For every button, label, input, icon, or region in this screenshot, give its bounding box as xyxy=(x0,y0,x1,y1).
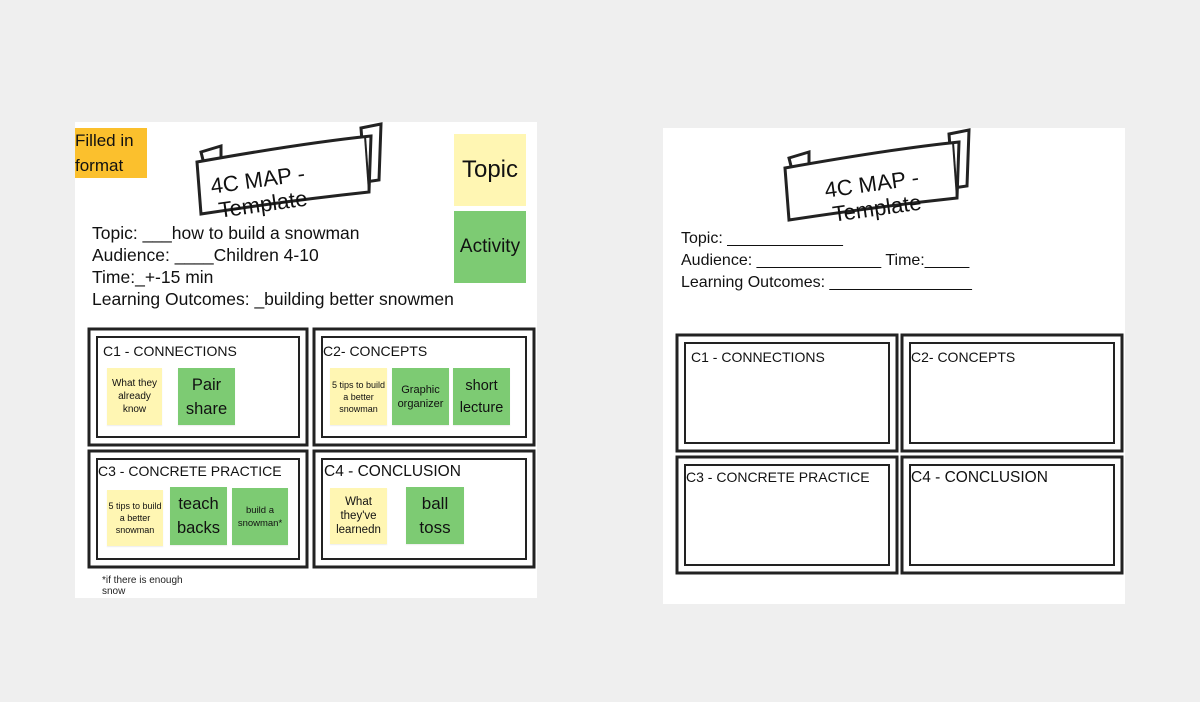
note-text: 5 tips to build a better snowman xyxy=(331,379,386,414)
c4-note-ball-toss[interactable]: ball toss xyxy=(406,487,464,544)
footnote-line-2: snow xyxy=(102,586,126,597)
sketch-border-icon xyxy=(87,449,309,569)
outcomes-line: Learning Outcomes: ________________ xyxy=(681,274,972,291)
legend-topic-sticky[interactable]: Topic xyxy=(454,134,526,206)
audience-line: Audience: ____Children 4-10 xyxy=(92,245,319,265)
legend-topic-label: Topic xyxy=(461,156,519,183)
time-line: Time:_+-15 min xyxy=(92,267,214,287)
c3-concrete-practice-box[interactable]: C3 - CONCRETE PRACTICE xyxy=(675,455,899,575)
c4-title: C4 - CONCLUSION xyxy=(324,463,461,480)
filled-in-format-tag[interactable]: Filled in format xyxy=(75,128,147,178)
note-text: Graphic organizer xyxy=(397,383,444,410)
title-ribbon: 4C MAP - Template xyxy=(193,122,393,223)
topic-line: Topic: _____________ xyxy=(681,230,843,247)
c4-conclusion-box[interactable]: C4 - CONCLUSION xyxy=(900,455,1124,575)
c1-note-pair-share[interactable]: Pair share xyxy=(178,368,235,425)
tag-line-2: format xyxy=(75,156,124,175)
sketch-border-icon xyxy=(675,333,899,453)
note-text: What they've learnedn xyxy=(336,496,381,536)
c1-note-what-they-know[interactable]: What they already know xyxy=(107,368,162,425)
sketch-border-icon xyxy=(87,327,309,447)
c2-title: C2- CONCEPTS xyxy=(911,349,1016,365)
sketch-border-icon xyxy=(675,455,899,575)
c2-concepts-box[interactable]: C2- CONCEPTS 5 tips to build a better sn… xyxy=(312,327,536,447)
note-text: Pair share xyxy=(185,375,228,418)
sketch-border-icon xyxy=(312,327,536,447)
ribbon-icon xyxy=(783,128,971,222)
c1-title: C1 - CONNECTIONS xyxy=(691,349,825,365)
c3-note-five-tips[interactable]: 5 tips to build a better snowman xyxy=(107,490,163,546)
topic-line: Topic: ___how to build a snowman xyxy=(92,223,360,243)
filled-template-frame[interactable]: Filled in format 4C MAP - Template Topic… xyxy=(75,122,537,598)
note-text: What they already know xyxy=(111,378,158,415)
note-text: ball toss xyxy=(419,493,451,537)
blank-template-frame[interactable]: 4C MAP - Template Topic: _____________ A… xyxy=(663,128,1125,604)
title-ribbon: 4C MAP - Template xyxy=(781,128,981,228)
c2-concepts-box[interactable]: C2- CONCEPTS xyxy=(900,333,1124,453)
c3-title: C3 - CONCRETE PRACTICE xyxy=(686,469,870,485)
footnote: *if there is enough snow xyxy=(102,575,183,597)
legend-activity-label: Activity xyxy=(459,236,521,257)
tag-line-1: Filled in xyxy=(75,131,134,150)
c3-note-teach-backs[interactable]: teach backs xyxy=(170,487,227,545)
note-text: 5 tips to build a better snowman xyxy=(108,501,162,535)
note-text: build a snowman* xyxy=(237,504,283,529)
note-text: teach backs xyxy=(176,495,221,537)
sketch-border-icon xyxy=(900,333,1124,453)
c4-title: C4 - CONCLUSION xyxy=(911,469,1048,486)
c1-connections-box[interactable]: C1 - CONNECTIONS xyxy=(675,333,899,453)
c3-title: C3 - CONCRETE PRACTICE xyxy=(98,463,282,479)
c2-note-graphic-organizer[interactable]: Graphic organizer xyxy=(392,368,449,425)
ribbon-icon xyxy=(195,122,383,216)
c2-note-five-tips[interactable]: 5 tips to build a better snowman xyxy=(330,368,387,425)
c4-note-what-theyve-learned[interactable]: What they've learnedn xyxy=(330,488,387,544)
legend-activity-sticky[interactable]: Activity xyxy=(454,211,526,283)
footnote-line-1: *if there is enough xyxy=(102,575,183,586)
note-text: short lecture xyxy=(459,377,504,416)
outcomes-line: Learning Outcomes: _building better snow… xyxy=(92,289,454,309)
sketch-border-icon xyxy=(312,449,536,569)
c3-note-build-a-snowman[interactable]: build a snowman* xyxy=(232,488,288,545)
sketch-border-icon xyxy=(900,455,1124,575)
c2-title: C2- CONCEPTS xyxy=(323,343,428,359)
c1-title: C1 - CONNECTIONS xyxy=(103,343,237,359)
c3-concrete-practice-box[interactable]: C3 - CONCRETE PRACTICE 5 tips to build a… xyxy=(87,449,309,569)
c4-conclusion-box[interactable]: C4 - CONCLUSION What they've learnedn ba… xyxy=(312,449,536,569)
c2-note-short-lecture[interactable]: short lecture xyxy=(453,368,510,425)
c1-connections-box[interactable]: C1 - CONNECTIONS What they already know … xyxy=(87,327,309,447)
audience-time-line: Audience: ______________ Time:_____ xyxy=(681,252,970,269)
